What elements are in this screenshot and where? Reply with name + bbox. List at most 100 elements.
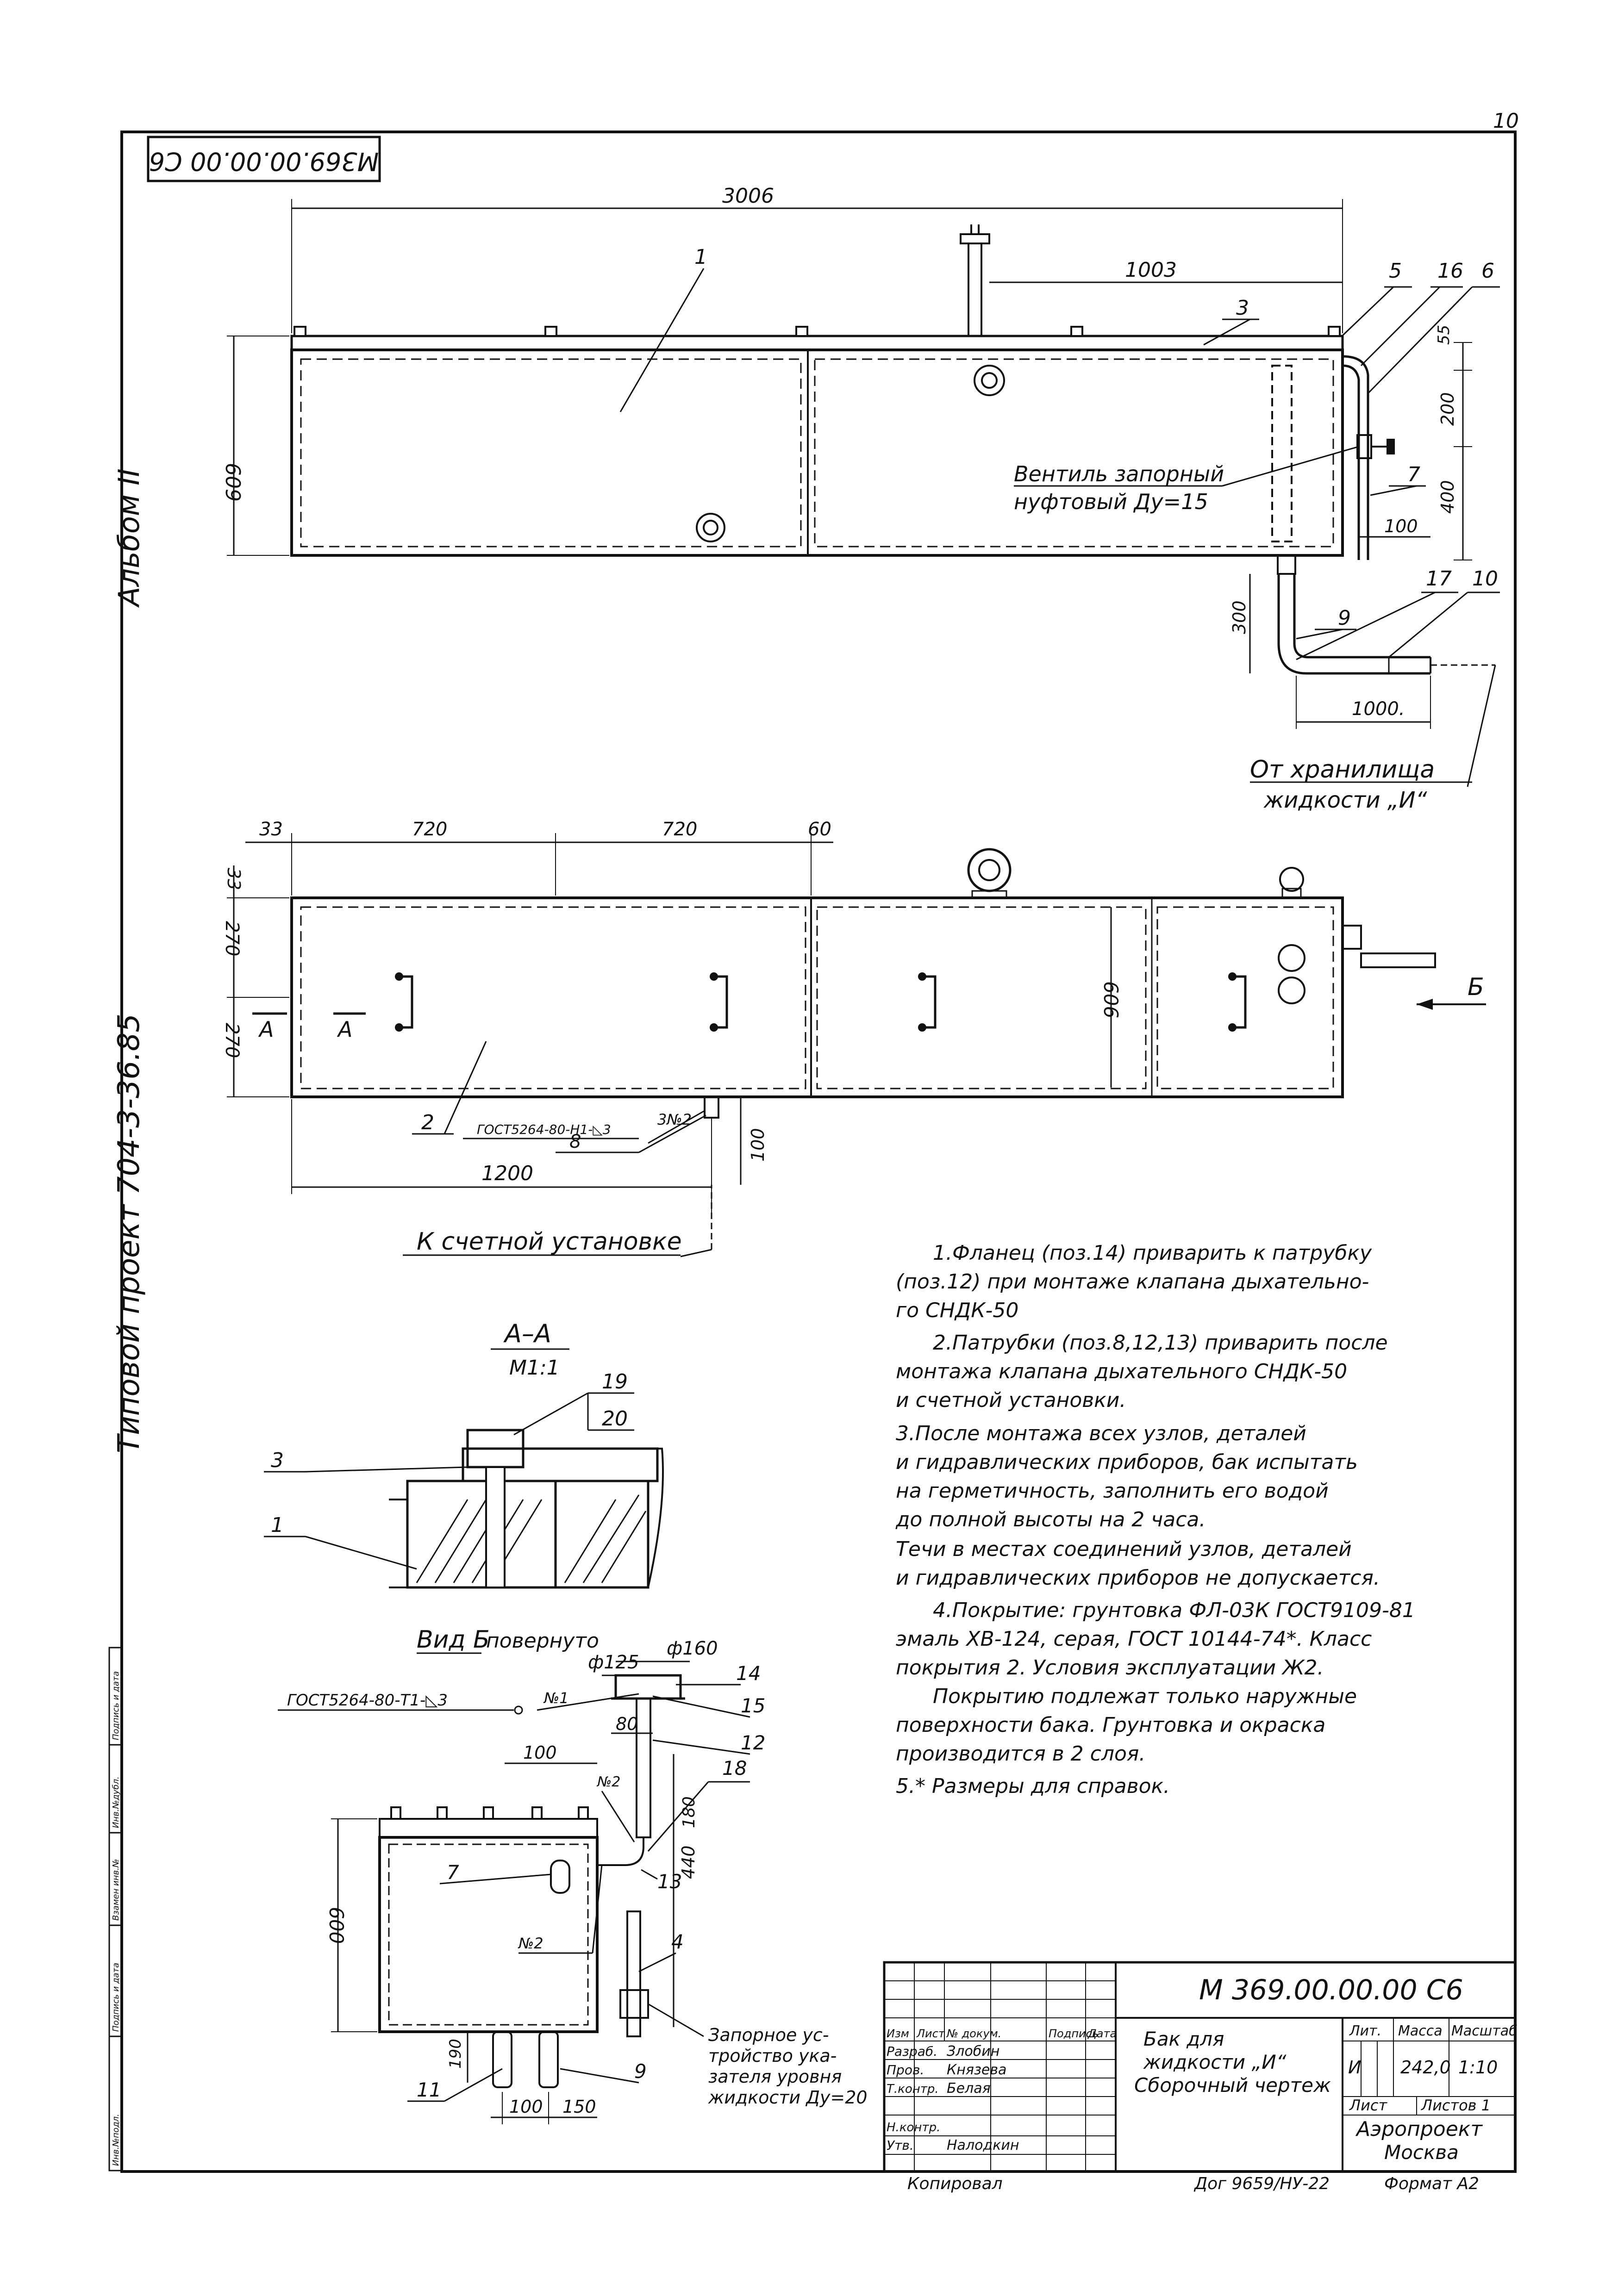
view-b-pos-15: 15 (741, 1694, 765, 1717)
view-b-d80: 80 (616, 1714, 638, 1734)
view-b-pos-18: 18 (722, 1757, 747, 1780)
dim-pipe-offset: 1003 (1125, 258, 1177, 282)
note-line: на герметичность, заполнить его водой (896, 1479, 1329, 1503)
front-pos-6: 6 (1481, 259, 1494, 283)
dim-100-front: 100 (1384, 516, 1418, 536)
project-label: Типовой проект 704-3-36.85 (112, 1014, 146, 1453)
title-name-1: Злобин (947, 2043, 999, 2060)
view-b-mark: Б (1468, 973, 1484, 1001)
title-col-list: Лист (916, 2027, 945, 2040)
note-line: 3.После монтажа всех узлов, деталей (896, 1422, 1306, 1445)
section-mark-right: А (337, 1017, 352, 1042)
view-b-pos-14: 14 (736, 1662, 761, 1685)
title-mass-value: 242,0 (1400, 2057, 1451, 2078)
title-role-1: Разраб. (887, 2044, 937, 2059)
title-role-4: Н.контр. (887, 2121, 940, 2134)
dim-plan-720a: 720 (412, 819, 447, 840)
dim-55: 55 (1435, 325, 1453, 345)
dim-plan-33b: 33 (224, 868, 244, 890)
title-col-sign: Подпись (1049, 2027, 1099, 2040)
title-lit-label: Лит. (1349, 2023, 1381, 2039)
title-sheet-label: Лист (1349, 2097, 1387, 2114)
note-line: и гидравлических приборов не допускается… (896, 1566, 1380, 1590)
view-b-d440: 440 (678, 1845, 699, 1879)
title-name-2: Князева (947, 2062, 1006, 2078)
to-meter-label: К счетной установке (417, 1228, 682, 1256)
title-mass-label: Масса (1398, 2023, 1443, 2039)
dim-plan-33a: 33 (259, 819, 283, 840)
section-aa-scale: М1:1 (509, 1356, 560, 1380)
dim-200: 200 (1437, 392, 1458, 426)
front-pos-10: 10 (1472, 567, 1498, 591)
title-role-3: Т.контр. (887, 2082, 939, 2096)
title-col-izm: Изм (887, 2027, 909, 2040)
view-b-title-suffix: повернуто (486, 1629, 599, 1653)
note-line: 5.* Размеры для справок. (896, 1774, 1170, 1798)
dim-1000: 1000. (1352, 698, 1405, 720)
plan-pos-2: 2 (421, 1111, 434, 1134)
note-line: го СНДК-50 (896, 1299, 1019, 1322)
view-b-d125: ф125 (588, 1652, 639, 1673)
front-pos-1: 1 (694, 245, 707, 269)
front-pos-7: 7 (1407, 463, 1420, 486)
title-col-doc: № докум. (946, 2027, 1001, 2040)
title-name-line1: Бак для (1143, 2028, 1224, 2050)
dim-plan-606: 606 (1099, 981, 1122, 1018)
note-line: 1.Фланец (поз.14) приварить к патрубку (933, 1241, 1372, 1265)
title-copied: Копировал (907, 2174, 1003, 2193)
note-line: 4.Покрытие: грунтовка ФЛ-03К ГОСТ9109-81 (933, 1599, 1415, 1622)
view-b-d190: 190 (446, 2039, 465, 2069)
dim-total-length: 3006 (722, 184, 774, 208)
top-stamp-box (147, 136, 381, 182)
title-name-line2: жидкости „И“ (1143, 2051, 1287, 2073)
note-line: эмаль ХВ-124, серая, ГОСТ 10144-74*. Кла… (896, 1627, 1372, 1651)
view-b-d600: 600 (325, 1907, 348, 1944)
album-label: Альбом II (112, 468, 146, 608)
aa-pos-3: 3 (271, 1449, 284, 1472)
title-sheets-label: Листов 1 (1421, 2097, 1491, 2114)
gauge-label-1: Запорное ус- (708, 2025, 829, 2045)
top-stamp: М369.00.00.00 С6 (149, 147, 379, 176)
front-view: 3006 1003 609 55 200 400 100 300 1000. 1 (221, 184, 1500, 813)
aa-pos-20: 20 (602, 1407, 628, 1431)
title-name-line3: Сборочный чертеж (1134, 2074, 1331, 2097)
dim-plan-60: 60 (808, 819, 831, 840)
title-org-city: Москва (1384, 2141, 1459, 2164)
title-col-date: Дата (1087, 2027, 1117, 2040)
title-block: М 369.00.00.00 С6 Изм Лист № докум. Подп… (883, 1961, 1518, 2193)
plan-weld-no: 3№2 (657, 1111, 692, 1128)
note-line: Течи в местах соединений узлов, деталей (896, 1537, 1352, 1561)
view-b-d100a: 100 (523, 1742, 557, 1763)
section-aa-title: А–А (503, 1319, 551, 1348)
section-mark-left: А (258, 1017, 274, 1042)
dim-plan-100: 100 (748, 1128, 768, 1162)
view-b-pos-13: 13 (657, 1870, 682, 1893)
view-b-d160: ф160 (667, 1638, 718, 1659)
view-b-pos-11: 11 (417, 2078, 441, 2101)
view-b-pos-7: 7 (447, 1861, 459, 1884)
dim-400: 400 (1437, 480, 1458, 514)
note-line: производится в 2 слоя. (896, 1742, 1146, 1766)
title-role-2: Пров. (887, 2062, 924, 2078)
left-stamp-col-3: Взамен инв.№ (111, 1859, 121, 1921)
left-stamp: Инв.№подл. Подпись и дата Взамен инв.№ И… (108, 1647, 123, 2172)
dim-plan-1200: 1200 (481, 1162, 533, 1185)
valve-label-line1: Вентиль запорный (1014, 461, 1224, 486)
valve-label-line2: нуфтовый Ду=15 (1014, 489, 1208, 514)
gauge-label-2: тройство ука- (708, 2046, 837, 2066)
note-line: и гидравлических приборов, бак испытать (896, 1450, 1358, 1474)
from-storage-line2: жидкости „И“ (1263, 787, 1428, 813)
note-line: покрытия 2. Условия эксплуатации Ж2. (896, 1656, 1324, 1680)
note-line: и счетной установки. (896, 1388, 1126, 1412)
left-stamp-col-1: Инв.№подл. (111, 2114, 121, 2166)
plan-view: Б А А 33 720 720 60 33 270 270 606 1200 … (221, 819, 1486, 1257)
view-b-d150: 150 (562, 2097, 596, 2117)
front-pos-9: 9 (1338, 606, 1351, 630)
title-format: Формат А2 (1384, 2174, 1479, 2193)
front-pos-17: 17 (1426, 567, 1452, 591)
note-line: 2.Патрубки (поз.8,12,13) приварить после (933, 1331, 1388, 1355)
front-pos-5: 5 (1389, 259, 1402, 283)
note-line: Покрытию подлежат только наружные (933, 1685, 1357, 1708)
left-stamp-col-5: Подпись и дата (111, 1671, 121, 1740)
